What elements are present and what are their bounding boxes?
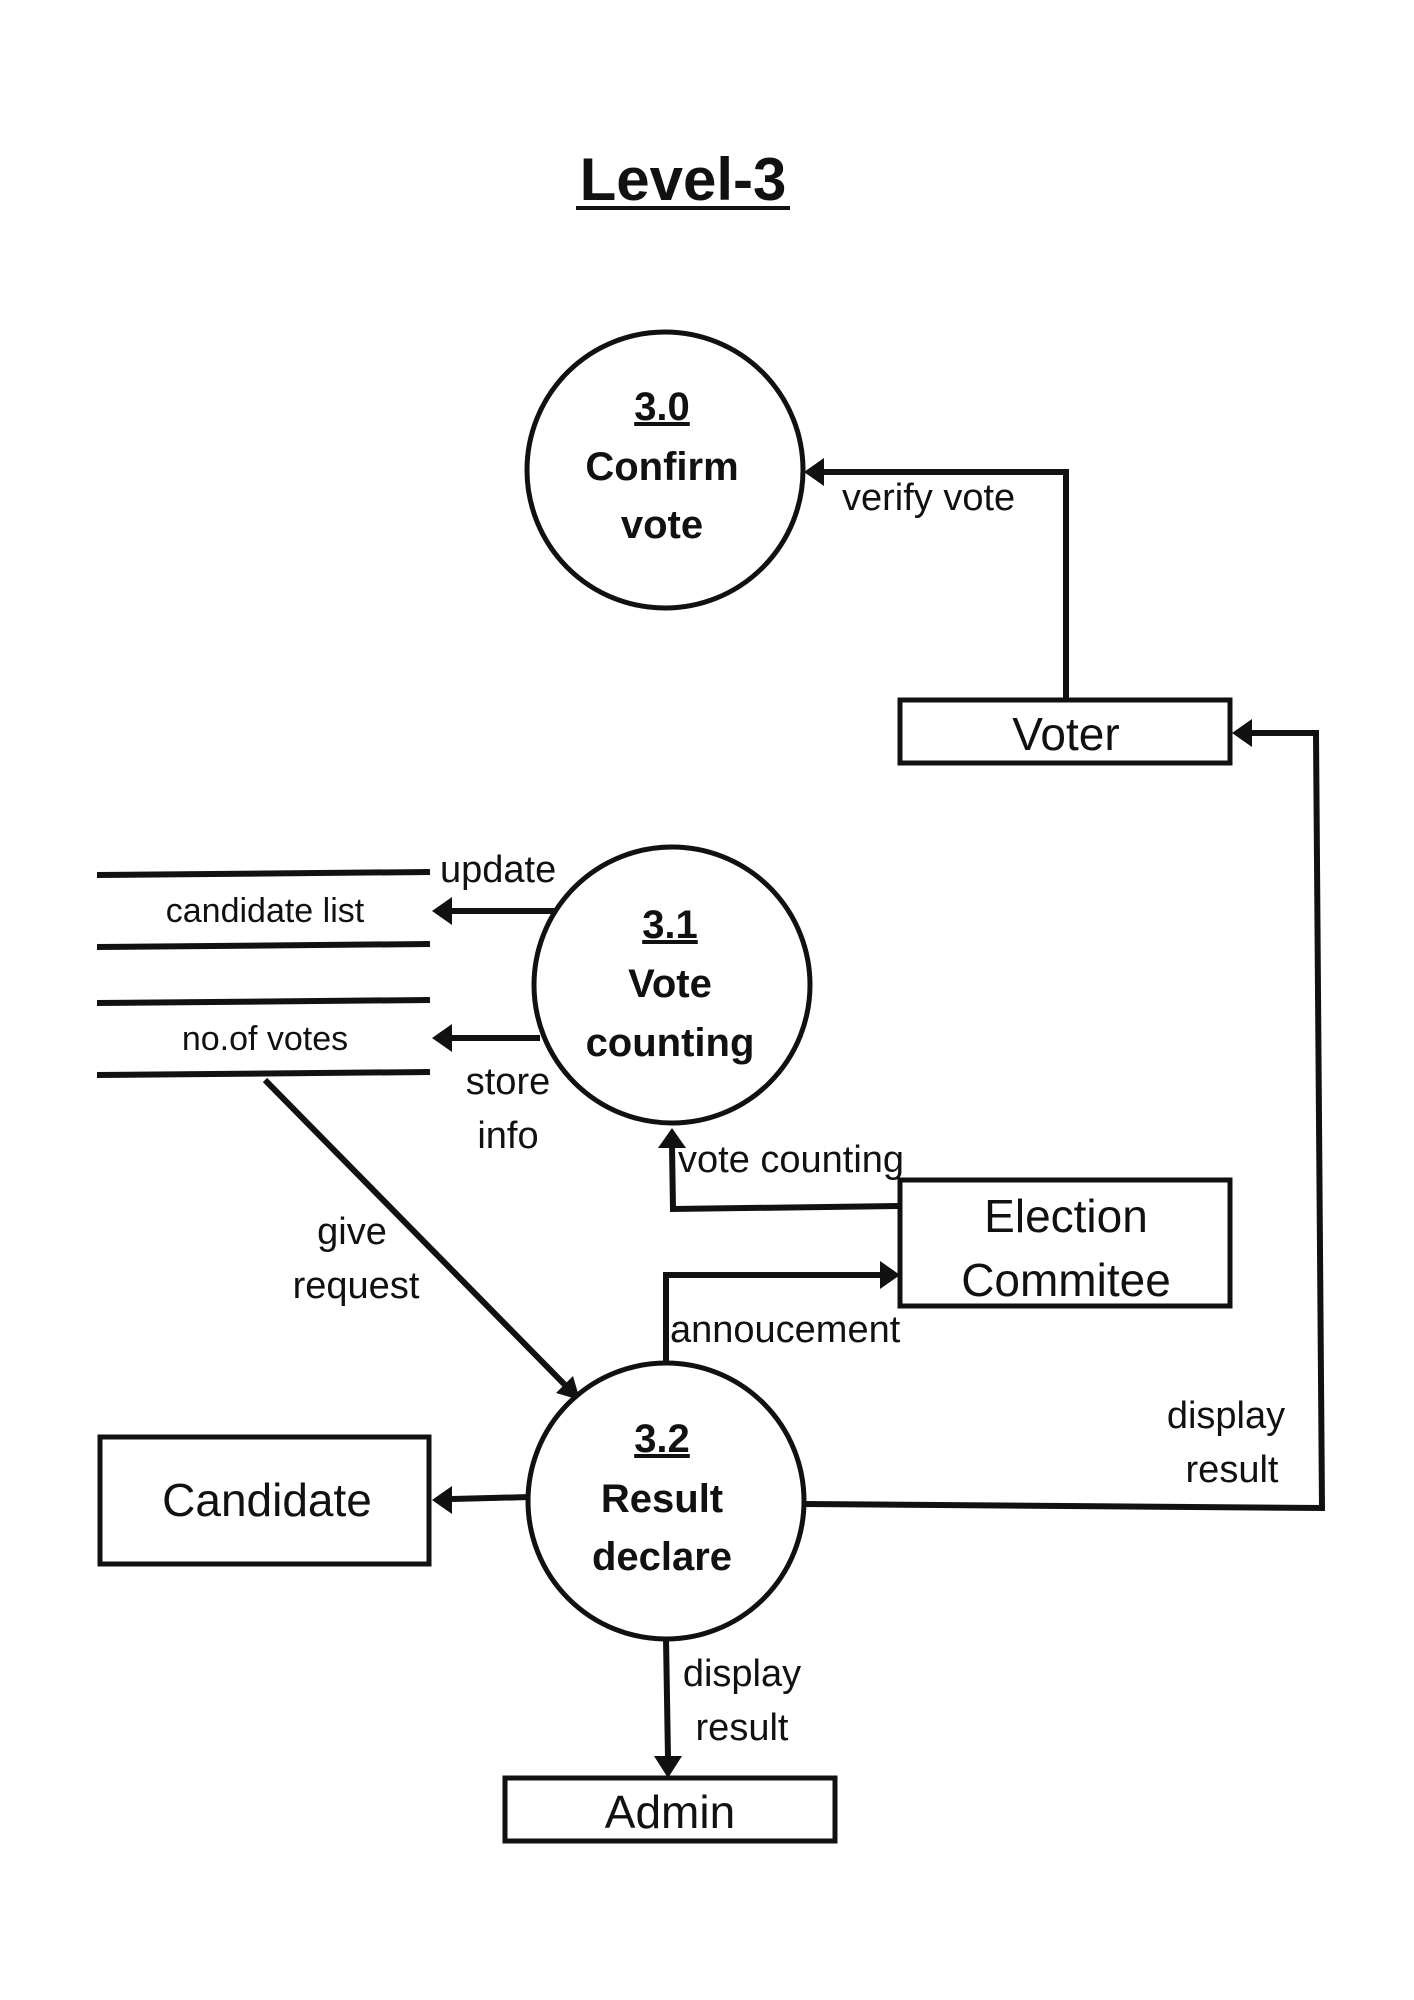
entity-admin-label: Admin xyxy=(605,1786,735,1838)
flow-display-result-admin xyxy=(663,1637,671,1759)
data-store-candidate-list: candidate list xyxy=(96,869,431,950)
entity-admin: Admin xyxy=(502,1775,838,1844)
entity-election-commitee-line2: Commitee xyxy=(961,1254,1171,1306)
label-store-info-line2: info xyxy=(477,1115,538,1157)
label-give-request-line1: give xyxy=(317,1211,387,1253)
label-annoucement: annoucement xyxy=(670,1309,901,1351)
process-3-1: 3.1 Vote counting xyxy=(531,844,813,1126)
process-3-0: 3.0 Confirm vote xyxy=(524,329,806,611)
data-store-candidate-list-label: candidate list xyxy=(166,892,365,930)
label-store-info-line1: store xyxy=(466,1061,550,1103)
flow-give-request xyxy=(262,1077,570,1390)
arrowhead-vote-counting xyxy=(658,1128,686,1148)
arrowhead-store-info xyxy=(432,1024,452,1052)
data-store-no-of-votes: no.of votes xyxy=(96,997,431,1078)
label-display-result-bottom-line2: result xyxy=(696,1707,789,1749)
arrowhead-verify-vote xyxy=(804,458,824,486)
process-3-0-name-line1: Confirm xyxy=(585,445,738,489)
arrowhead-display-result-admin xyxy=(654,1756,682,1778)
entity-voter: Voter xyxy=(897,697,1233,766)
arrowhead-candidate xyxy=(432,1486,452,1514)
label-vote-counting: vote counting xyxy=(678,1139,904,1181)
process-3-1-name-line1: Vote xyxy=(628,962,712,1006)
data-store-no-of-votes-label: no.of votes xyxy=(182,1020,348,1058)
label-give-request-line2: request xyxy=(293,1265,420,1307)
process-3-1-name-line2: counting xyxy=(586,1021,755,1065)
flow-candidate xyxy=(451,1494,531,1502)
flow-annoucement xyxy=(663,1272,880,1364)
flow-vote-counting xyxy=(669,1145,899,1213)
process-3-2-number: 3.2 xyxy=(634,1417,690,1461)
process-3-0-name-line2: vote xyxy=(621,503,703,547)
label-display-result-right-line1: display xyxy=(1167,1395,1285,1437)
process-3-0-number: 3.0 xyxy=(634,385,690,429)
process-3-2: 3.2 Result declare xyxy=(525,1360,807,1642)
label-verify-vote: verify vote xyxy=(842,477,1015,519)
arrowhead-annoucement xyxy=(880,1261,900,1289)
entity-election-commitee: Election Commitee xyxy=(897,1177,1233,1309)
label-display-result-right-line2: result xyxy=(1186,1449,1279,1491)
arrowhead-display-result-voter xyxy=(1232,719,1252,747)
entity-election-commitee-line1: Election xyxy=(984,1190,1148,1242)
entity-voter-label: Voter xyxy=(1012,708,1119,760)
arrowhead-give-request xyxy=(556,1376,580,1400)
flow-verify-vote xyxy=(820,469,1069,700)
process-3-2-name-line1: Result xyxy=(601,1477,723,1521)
flow-display-result-voter xyxy=(804,730,1326,1512)
label-display-result-bottom-line1: display xyxy=(683,1653,801,1695)
diagram-title: Level-3 xyxy=(580,146,787,213)
label-update: update xyxy=(440,849,556,891)
process-3-2-name-line2: declare xyxy=(592,1535,732,1579)
entity-candidate: Candidate xyxy=(97,1434,432,1567)
arrowhead-update xyxy=(432,897,452,925)
process-3-1-number: 3.1 xyxy=(642,903,698,947)
entity-candidate-label: Candidate xyxy=(162,1474,372,1526)
